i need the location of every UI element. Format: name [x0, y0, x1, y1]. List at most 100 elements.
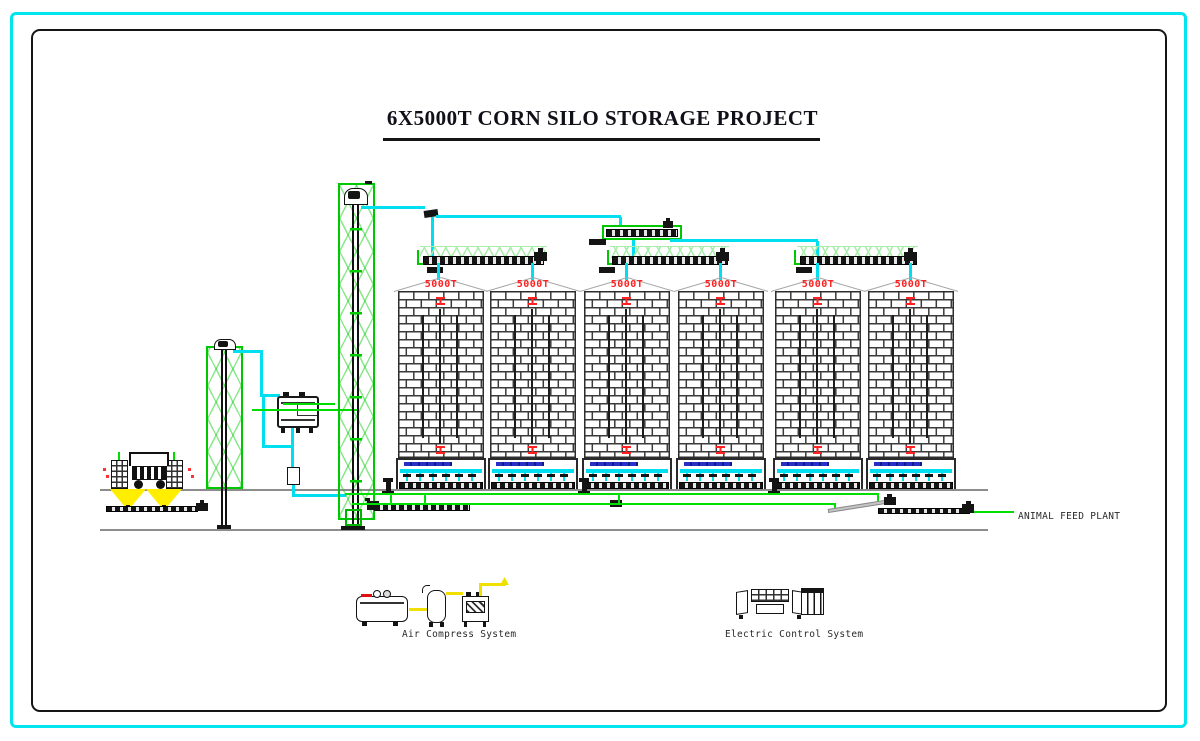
pair2-conveyor-head — [716, 252, 729, 261]
air-line-3 — [479, 584, 482, 596]
incline-conveyor-head — [884, 497, 896, 505]
silo2-base — [488, 458, 578, 489]
silo3-level-mark-bottom — [622, 446, 631, 454]
cleaner-green-line-long — [252, 409, 358, 411]
pair2-conveyor-tail — [599, 267, 615, 273]
silo1-drop-pipe — [437, 263, 440, 280]
air-dryer-nub-2 — [476, 592, 481, 596]
pair3-truss-corner — [794, 250, 800, 265]
ground-line-lower — [100, 529, 988, 531]
silo4-cable-mid — [719, 309, 721, 444]
pair3-conveyor-tail — [796, 267, 812, 273]
pair1-conveyor-head-nub — [538, 248, 543, 252]
pair2-boot-body — [582, 482, 587, 492]
silo6-cable-right — [926, 315, 928, 438]
reclaim-conveyor-head — [367, 501, 379, 510]
silo6-discharge-conveyor — [870, 469, 952, 473]
animal-feed-plant-label: ANIMAL FEED PLANT — [1018, 511, 1121, 522]
silo3-cable-left — [608, 315, 610, 438]
silo4-drop-pipe — [719, 263, 722, 280]
process-line-lower — [352, 503, 834, 505]
pair1-boot-foot — [382, 491, 394, 494]
pair3-boot-foot — [768, 491, 780, 494]
air-compressor-line — [360, 602, 404, 604]
silo2-cable-mid — [531, 309, 533, 444]
elevator1-head-blob — [218, 341, 228, 347]
silo1-ground-conveyor — [399, 482, 483, 489]
pair1-truss-corner — [417, 250, 423, 265]
feed-plant-line — [966, 511, 1014, 513]
transfer-conveyor-head — [663, 221, 673, 228]
silo1-supports — [403, 474, 479, 477]
silo6-aeration-strip — [874, 462, 922, 466]
pair1-conveyor-head — [534, 252, 547, 261]
elevator1-legs — [221, 341, 227, 528]
silo2-ground-conveyor — [491, 482, 575, 489]
silo2-cable-right — [548, 315, 550, 438]
pair3-truss — [797, 246, 918, 258]
ground-line-upper — [100, 489, 988, 491]
air-compressor-gauge-2 — [383, 590, 391, 598]
truck-grille — [132, 466, 166, 480]
pit-conveyor — [106, 506, 198, 512]
silo3-supports — [589, 474, 665, 477]
cleaner-foot1 — [281, 428, 285, 433]
air-receiver-tank — [427, 590, 446, 623]
elevator2-rungs — [350, 228, 362, 516]
elevator2-flag — [365, 181, 372, 184]
page-title: 6X5000T CORN SILO STORAGE PROJECT — [386, 106, 819, 130]
silo2-level-mark-top — [528, 297, 537, 305]
silo3-drop-pipe — [625, 263, 628, 280]
dust-spark-right2 — [191, 475, 194, 478]
air-receiver-foot-1 — [429, 622, 433, 627]
outfeed-conveyor-head — [962, 504, 974, 513]
pipe-long-h — [670, 239, 818, 242]
pair2-truss-corner — [607, 250, 613, 265]
elevator1-boot-foot — [217, 525, 231, 529]
pipe-cleaner-out-v — [291, 428, 294, 467]
silo1-level-mark-bottom — [436, 446, 445, 454]
pipe-to-elev2-h — [292, 494, 346, 497]
silo3-level-mark-top — [622, 297, 631, 305]
silo5-supports — [780, 474, 856, 477]
pair1-boot-head — [383, 478, 393, 482]
truck-wheel-left — [134, 480, 143, 489]
cleaner-green-line-short — [283, 403, 335, 405]
silo5-wall — [775, 291, 861, 458]
elevator2-head-blob — [348, 191, 360, 199]
pair2-boot-foot — [578, 491, 590, 494]
dust-spark-left2 — [106, 475, 109, 478]
silo6-level-mark-bottom — [906, 446, 915, 454]
air-compressor-red-mark — [361, 594, 372, 597]
pipe-elev2-out-h — [361, 206, 425, 209]
control-cabinet-top-band — [802, 589, 823, 593]
silo4-cable-left — [702, 315, 704, 438]
silo6-level-mark-top — [906, 297, 915, 305]
silo5-discharge-conveyor — [777, 469, 859, 473]
cleaner-line-top — [281, 402, 315, 404]
outfeed-conveyor-head-nub — [966, 501, 971, 504]
silo5-aeration-strip — [781, 462, 829, 466]
silo1-aeration-strip — [404, 462, 452, 466]
silo6-base — [866, 458, 956, 489]
silo2-capacity-label: 5000T — [516, 279, 550, 290]
pair1-boot-body — [386, 482, 391, 492]
silo6-supports — [873, 474, 949, 477]
dust-spark-left — [103, 468, 106, 471]
silo6-ground-conveyor — [869, 482, 953, 489]
silo1-base — [396, 458, 486, 489]
pipe-cleaner-in-h — [261, 394, 280, 397]
silo2-discharge-conveyor — [492, 469, 574, 473]
tower-antenna-right — [173, 452, 175, 460]
silo1-cable-mid — [439, 309, 441, 444]
air-dryer-leg-1 — [464, 621, 467, 627]
silo5-capacity-label: 5000T — [801, 279, 835, 290]
inner-frame — [31, 29, 1167, 712]
silo5-level-mark-bottom — [813, 446, 822, 454]
pipe-cleaner-side-v — [262, 397, 265, 447]
air-receiver-foot-2 — [440, 622, 444, 627]
air-dryer-grid — [466, 601, 485, 613]
silo1-cable-left — [422, 315, 424, 438]
air-receiver-curl — [422, 585, 430, 593]
